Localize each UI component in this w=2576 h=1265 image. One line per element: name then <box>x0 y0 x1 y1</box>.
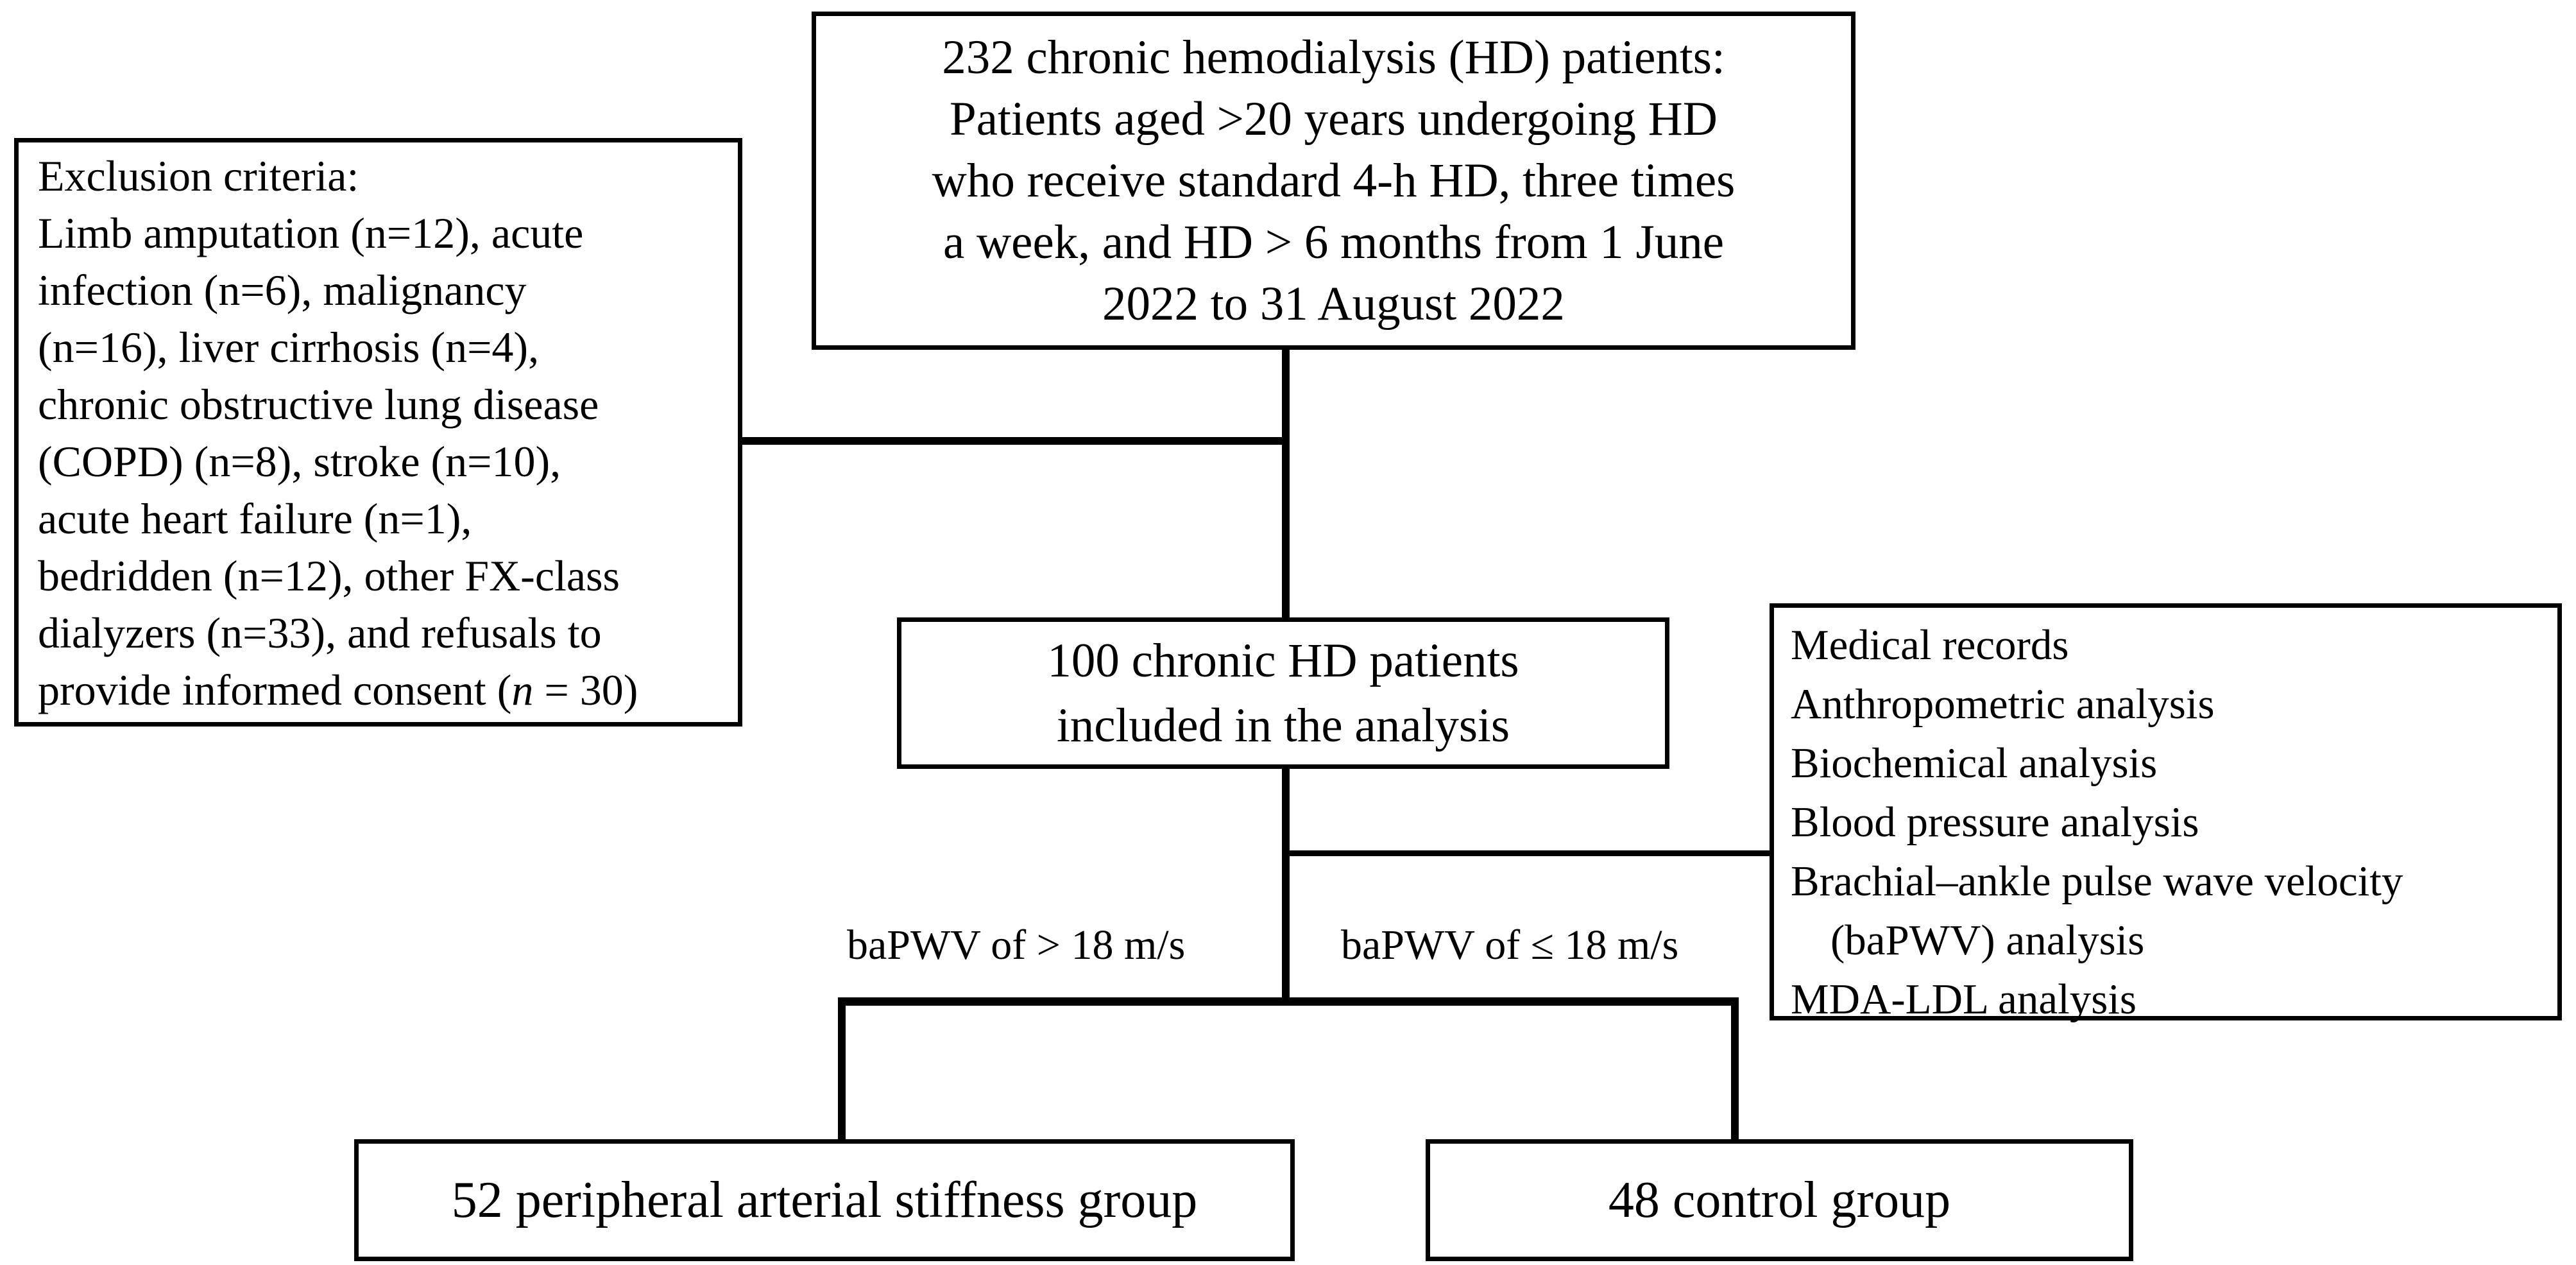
exclusion-line-9: dialyzers (n=33), and refusals to <box>38 608 602 657</box>
enrollment-line-3: who receive standard 4-h HD, three times <box>932 153 1736 207</box>
enrollment-box: 232 chronic hemodialysis (HD) patients: … <box>812 12 1855 350</box>
exclusion-line-1: Exclusion criteria: <box>38 151 359 200</box>
assessment-item-mda-ldl: MDA-LDL analysis <box>1791 976 2137 1023</box>
exclusion-line-7: acute heart failure (n=1), <box>38 494 472 543</box>
connector-split-to-stiffness <box>838 997 846 1144</box>
assessment-item-biochemical: Biochemical analysis <box>1791 739 2158 787</box>
exclusion-line-5: chronic obstructive lung disease <box>38 380 599 429</box>
exclusion-line-2: Limb amputation (n=12), acute <box>38 209 584 257</box>
exclusion-line-4: (n=16), liver cirrhosis (n=4), <box>38 323 540 372</box>
stiffness-group-box: 52 peripheral arterial stiffness group <box>354 1139 1295 1261</box>
assessments-box: Medical records Anthropometric analysis … <box>1770 603 2562 1023</box>
exclusion-criteria-box: Exclusion criteria: Limb amputation (n=1… <box>14 138 742 727</box>
assessment-item-bapwv: Brachial–ankle pulse wave velocity <box>1791 857 2403 905</box>
exclusion-line-8: bedridden (n=12), other FX-class <box>38 551 620 600</box>
enrollment-box-text: 232 chronic hemodialysis (HD) patients: … <box>816 16 1851 345</box>
exclusion-consent-italic-n: n <box>511 666 534 714</box>
enrollment-line-1: 232 chronic hemodialysis (HD) patients: <box>942 30 1725 84</box>
edge-label-low-bapwv: baPWV of ≤ 18 m/s <box>1341 922 1679 968</box>
edge-label-high-bapwv: baPWV of > 18 m/s <box>847 922 1186 968</box>
included-line-1: 100 chronic HD patients <box>1047 634 1519 687</box>
included-box: 100 chronic HD patients included in the … <box>897 617 1669 769</box>
enrollment-line-4: a week, and HD > 6 months from 1 June <box>943 215 1725 269</box>
connector-trunk-to-exclusion <box>738 437 1286 445</box>
control-group-text: 48 control group <box>1430 1144 2129 1257</box>
assessment-item-anthropometric: Anthropometric analysis <box>1791 680 2215 728</box>
assessment-item-medical-records: Medical records <box>1791 621 2069 669</box>
exclusion-line-3: infection (n=6), malignancy <box>38 266 527 314</box>
assessment-item-blood-pressure: Blood pressure analysis <box>1791 798 2199 846</box>
enrollment-line-5: 2022 to 31 August 2022 <box>1102 277 1565 331</box>
connector-trunk-to-assessments <box>1286 850 1773 856</box>
connector-split-bar <box>838 997 1739 1006</box>
connector-included-to-split <box>1282 768 1290 1003</box>
stiffness-group-label: 52 peripheral arterial stiffness group <box>451 1172 1198 1228</box>
control-group-label: 48 control group <box>1608 1172 1951 1228</box>
exclusion-consent-suffix: = 30) <box>533 666 638 714</box>
exclusion-criteria-text: Exclusion criteria: Limb amputation (n=1… <box>19 142 738 722</box>
enrollment-line-2: Patients aged >20 years undergoing HD <box>950 92 1718 146</box>
exclusion-line-10: provide informed consent (n = 30) <box>38 662 719 719</box>
included-line-2: included in the analysis <box>1056 699 1510 752</box>
included-box-text: 100 chronic HD patients included in the … <box>901 622 1665 764</box>
exclusion-line-6: (COPD) (n=8), stroke (n=10), <box>38 437 561 486</box>
connector-enrollment-to-included <box>1282 350 1290 619</box>
assessments-list: Medical records Anthropometric analysis … <box>1774 608 2557 1023</box>
control-group-box: 48 control group <box>1426 1139 2133 1261</box>
stiffness-group-text: 52 peripheral arterial stiffness group <box>359 1144 1290 1257</box>
assessment-item-bapwv-cont: (baPWV) analysis <box>1830 916 2145 964</box>
connector-split-to-control <box>1731 997 1739 1144</box>
exclusion-consent-prefix: provide informed consent ( <box>38 666 512 714</box>
